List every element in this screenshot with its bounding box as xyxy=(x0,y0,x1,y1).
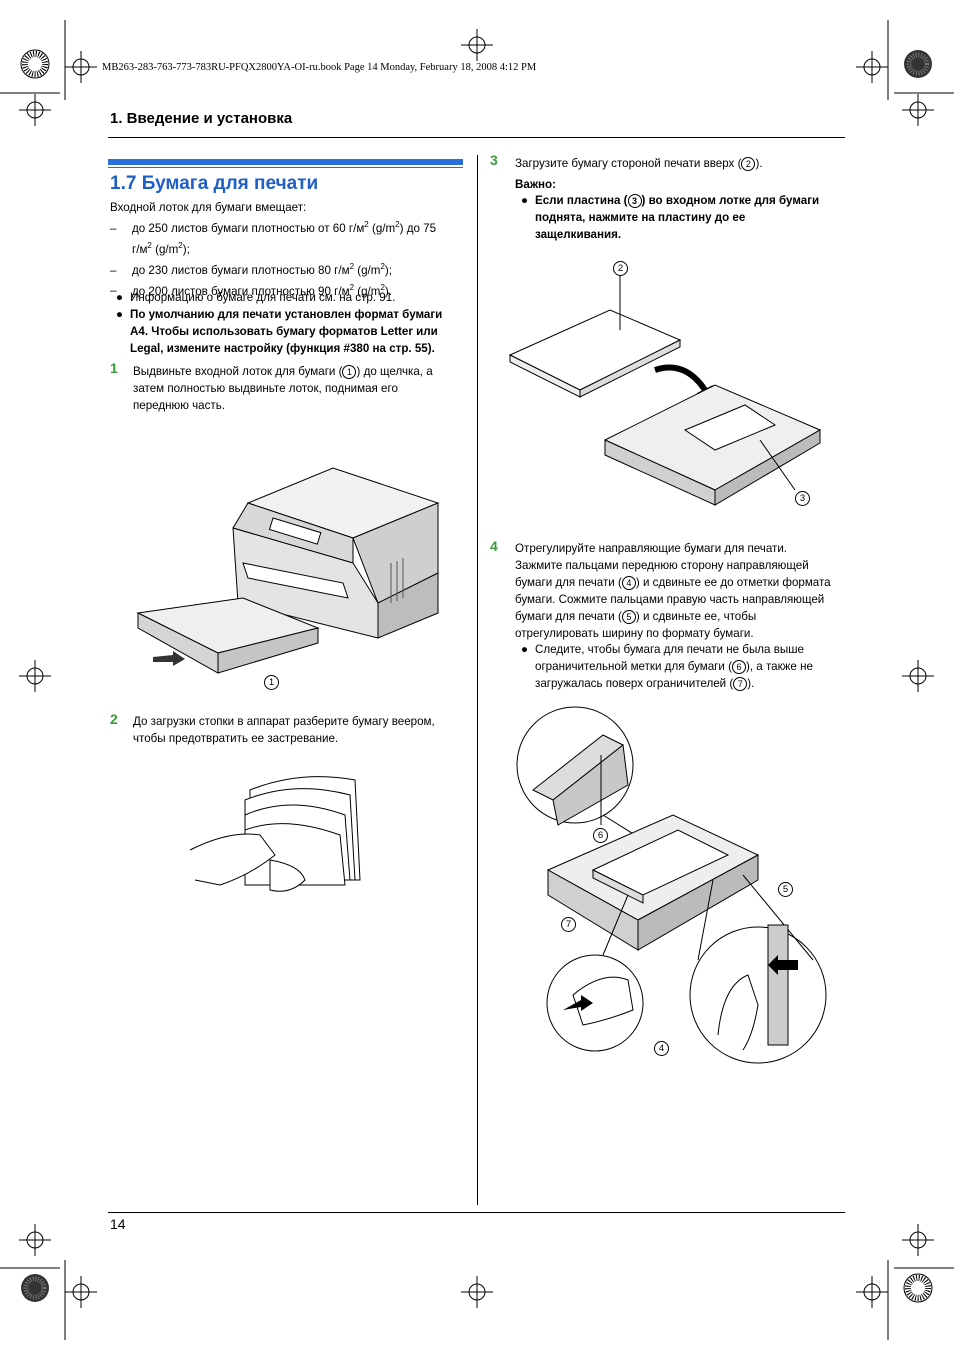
intro-text: Входной лоток для бумаги вмещает: xyxy=(110,201,307,214)
step-3-number: 3 xyxy=(490,152,498,168)
fanning-paper-illustration xyxy=(189,776,361,892)
capacity-list: –до 250 листов бумаги плотностью от 60 г… xyxy=(110,216,470,299)
step-4-text: Отрегулируйте направляющие бумаги для пе… xyxy=(515,542,831,640)
step-1-text: Выдвиньте входной лоток для бумаги (1) д… xyxy=(133,364,433,412)
bullet-default-format: ●По умолчанию для печати установлен форм… xyxy=(116,308,443,355)
step-3-text: Загрузите бумагу стороной печати вверх (… xyxy=(515,156,763,171)
paper-guide-illustration xyxy=(516,706,827,1064)
chapter-title: 1. Введение и установка xyxy=(110,110,293,127)
important-label: Важно: xyxy=(515,178,556,191)
section-bar xyxy=(108,159,463,165)
step-2-number: 2 xyxy=(110,711,118,727)
callout-2: 2 xyxy=(613,261,628,276)
printer-illustration xyxy=(136,467,440,674)
important-note: ●Если пластина (3) во входном лотке для … xyxy=(521,193,820,241)
callout-5: 5 xyxy=(778,882,793,897)
callout-6: 6 xyxy=(593,828,608,843)
step-4-number: 4 xyxy=(490,538,498,554)
bullet-info: ●Информацию о бумаге для печати см. на с… xyxy=(116,291,396,304)
footer-rule xyxy=(108,1212,845,1213)
list-item: г/м2 (g/m2); xyxy=(132,240,190,256)
header-rule xyxy=(108,137,845,138)
section-bar-thin xyxy=(108,167,463,168)
section-title: 1.7 Бумага для печати xyxy=(110,173,319,194)
list-item: –до 200 листов бумаги плотностью 90 г/м2… xyxy=(110,282,392,298)
callout-4: 4 xyxy=(654,1041,669,1056)
list-item: –до 250 листов бумаги плотностью от 60 г… xyxy=(110,220,437,235)
list-item: –до 230 листов бумаги плотностью 80 г/м2… xyxy=(110,261,392,277)
page-number: 14 xyxy=(110,1216,126,1232)
callout-1: 1 xyxy=(264,675,279,690)
file-info-bar: MB263-283-763-773-783RU-PFQX2800YA-OI-ru… xyxy=(102,62,537,73)
callout-7: 7 xyxy=(561,917,576,932)
step-4-bullet: ●Следите, чтобы бумага для печати не был… xyxy=(521,643,813,691)
tray-loading-illustration xyxy=(508,275,822,506)
step-2-text: До загрузки стопки в аппарат разберите б… xyxy=(133,715,435,745)
column-divider xyxy=(477,155,478,1205)
callout-3: 3 xyxy=(795,491,810,506)
step-1-number: 1 xyxy=(110,360,118,376)
